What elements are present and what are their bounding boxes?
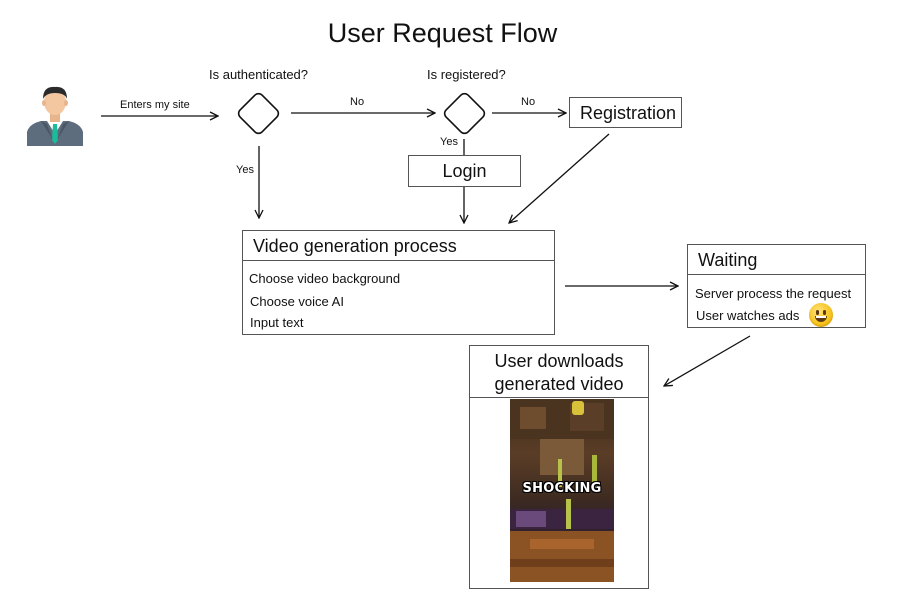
- registered-decision-question: Is registered?: [427, 67, 506, 82]
- registered-decision-diamond: [443, 92, 486, 135]
- video-step-text: Input text: [250, 315, 304, 330]
- grinning-face-emoji-icon: [809, 303, 833, 327]
- registration-box: Registration: [569, 97, 682, 128]
- user-avatar-icon: [27, 86, 83, 146]
- video-generation-divider: [243, 260, 554, 261]
- download-divider: [470, 397, 648, 398]
- waiting-step-ads: User watches ads: [696, 308, 800, 323]
- video-thumbnail: SHOCKING: [510, 399, 614, 582]
- download-title-line2: generated video: [494, 374, 624, 394]
- waiting-box: Waiting Server process the request User …: [687, 244, 866, 328]
- login-box: Login: [408, 155, 521, 187]
- download-title-line1: User downloads: [494, 351, 624, 371]
- diagram-title: User Request Flow: [327, 18, 558, 48]
- edge-label-auth-no: No: [350, 96, 365, 108]
- edge-label-enters: Enters my site: [120, 99, 190, 111]
- edge-label-reg-no: No: [521, 96, 536, 108]
- edge-waiting-to-download: [664, 335, 751, 386]
- download-title: User downloads generated video: [470, 350, 648, 396]
- video-step-background: Choose video background: [249, 271, 401, 286]
- edge-label-reg-yes: Yes: [440, 136, 458, 148]
- waiting-step-server: Server process the request: [695, 286, 852, 301]
- video-step-voice: Choose voice AI: [250, 294, 344, 309]
- login-label: Login: [442, 161, 487, 181]
- auth-decision-diamond: [237, 92, 280, 135]
- edge-label-auth-yes: Yes: [236, 164, 254, 176]
- waiting-title: Waiting: [698, 250, 758, 270]
- auth-decision-question: Is authenticated?: [209, 67, 309, 82]
- registration-label: Registration: [580, 103, 677, 123]
- video-generation-box: Video generation process Choose video ba…: [242, 230, 555, 335]
- waiting-divider: [688, 274, 865, 275]
- edge-registration-to-video: [509, 133, 610, 223]
- video-thumbnail-caption: SHOCKING: [522, 481, 602, 496]
- video-generation-title: Video generation process: [253, 236, 457, 256]
